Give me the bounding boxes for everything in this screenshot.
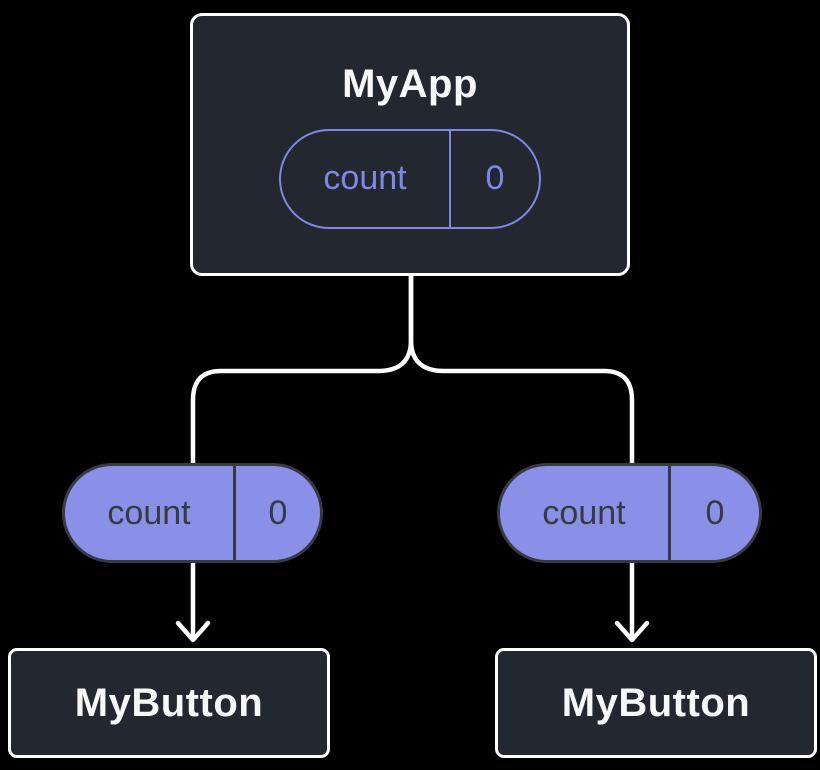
node-mybutton-left: MyButton — [8, 648, 330, 758]
arrowhead-left-icon — [175, 620, 211, 643]
node-title: MyButton — [561, 681, 751, 725]
prop-pill-value: 0 — [705, 493, 725, 532]
state-pill: count 0 — [279, 128, 541, 229]
state-pill-key: count — [281, 130, 451, 227]
prop-pill-left: count 0 — [62, 463, 323, 563]
prop-pill-value: 0 — [268, 493, 288, 532]
prop-pill-right: count 0 — [497, 463, 762, 563]
node-mybutton-right: MyButton — [495, 648, 817, 758]
prop-pill-key: count — [65, 466, 236, 560]
node-title: MyButton — [74, 681, 264, 725]
connector-right-branch — [408, 272, 635, 638]
arrowhead-right-icon — [614, 620, 650, 643]
prop-pill-key: count — [500, 466, 671, 560]
connector-left-branch — [190, 272, 414, 638]
state-pill-value: 0 — [485, 159, 505, 197]
node-myapp: MyApp count 0 — [190, 13, 630, 276]
node-title: MyApp — [342, 61, 478, 106]
